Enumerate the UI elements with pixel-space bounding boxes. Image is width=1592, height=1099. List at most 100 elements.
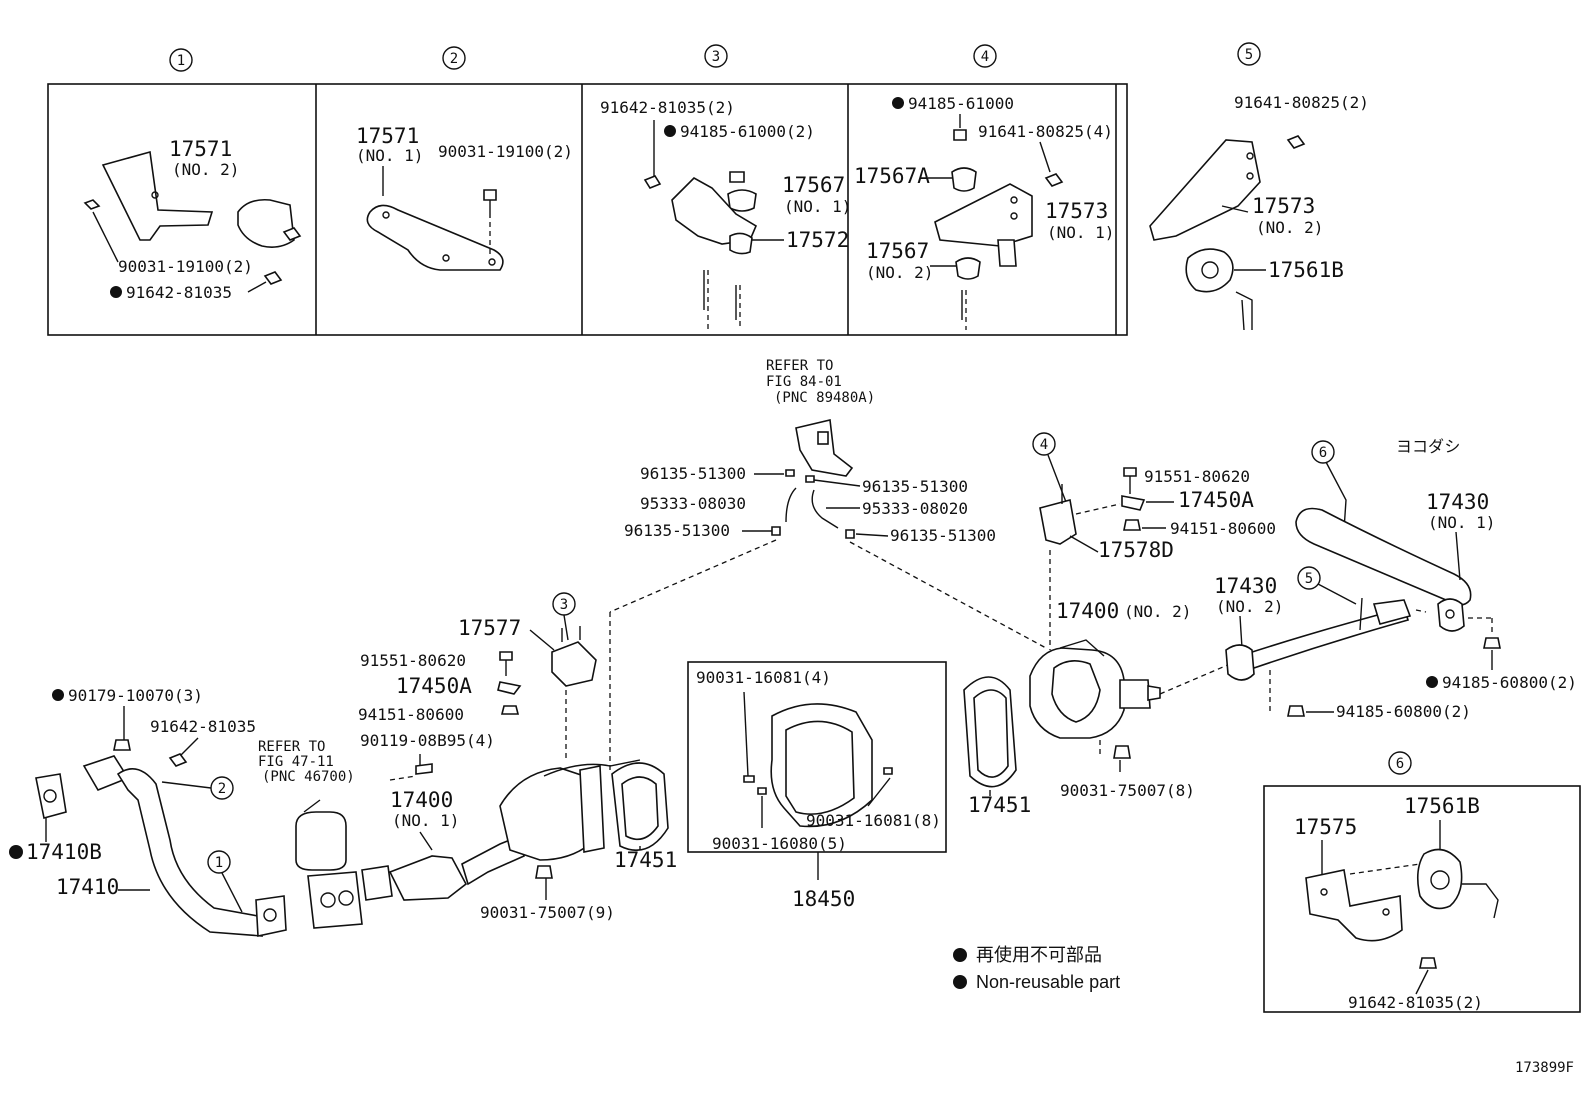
part-label: 17577 bbox=[458, 616, 521, 640]
part-label: 17575 bbox=[1294, 815, 1357, 839]
part-label: (NO. 2) bbox=[1256, 218, 1323, 237]
part-label: 2 bbox=[218, 781, 226, 797]
part-label: 91642-81035 bbox=[150, 717, 256, 736]
part-label: 90031-16080(5) bbox=[712, 834, 847, 853]
part-label: 6 bbox=[1319, 445, 1327, 461]
refer-fig-47-11: REFER TO FIG 47-11 (PNC 46700) bbox=[258, 739, 363, 929]
bracket-17577: 3 17577 91551-80620 17450A 94151-80600 9… bbox=[358, 592, 597, 781]
part-label: 90031-75007(9) bbox=[480, 903, 615, 922]
part-label: 94151-80600 bbox=[358, 705, 464, 724]
part-label: 96135-51300 bbox=[624, 521, 730, 540]
part-label: 91551-80620 bbox=[1144, 467, 1250, 486]
part-label: 90031-19100(2) bbox=[118, 257, 253, 276]
panel-number-5: 5 bbox=[1237, 42, 1261, 66]
part-label: 17567A bbox=[854, 164, 930, 188]
part-label: 17410B bbox=[26, 840, 102, 864]
part-label: 17400 bbox=[1056, 599, 1119, 623]
legend-dot-en bbox=[953, 975, 967, 989]
part-label: 17410 bbox=[56, 875, 119, 899]
part-label: 91642-81035 bbox=[126, 283, 232, 302]
panel-4: 94185-61000 91641-80825(4) 17567A 17573 … bbox=[854, 94, 1114, 330]
part-label: (NO. 1) bbox=[392, 811, 459, 830]
legend-en: Non-reusable part bbox=[976, 972, 1120, 992]
part-label: 91642-81035(2) bbox=[600, 98, 735, 117]
part-label: 2 bbox=[450, 51, 458, 67]
bracket-17578D: 4 91551-80620 17450A 94151-80600 17578D bbox=[1032, 432, 1276, 650]
part-label: (NO. 1) bbox=[1428, 513, 1495, 532]
part-label: 94185-61000 bbox=[908, 94, 1014, 113]
part-label: 96135-51300 bbox=[640, 464, 746, 483]
part-label: (NO. 1) bbox=[1047, 223, 1114, 242]
part-label: 1 bbox=[177, 53, 185, 69]
part-label: 5 bbox=[1245, 47, 1253, 63]
part-label: 18450 bbox=[792, 887, 855, 911]
part-label: REFER TO bbox=[258, 739, 325, 755]
panel-number-1: 1 bbox=[169, 48, 193, 72]
note-yokodashi: ヨコダシ bbox=[1396, 437, 1460, 456]
part-label: 96135-51300 bbox=[890, 526, 996, 545]
part-label: 6 bbox=[1396, 756, 1404, 772]
panel-5: 91641-80825(2) 17573 (NO. 2) 17561B bbox=[1149, 93, 1369, 331]
exhaust-pipe-17400-no2: 17400 (NO. 2) 17451 90031-75007(8) bbox=[963, 599, 1231, 817]
panel-number-3: 3 bbox=[704, 44, 728, 68]
part-label: 90031-16081(8) bbox=[806, 811, 941, 830]
part-label: 17573 bbox=[1252, 194, 1315, 218]
part-label: (NO. 2) bbox=[1216, 597, 1283, 616]
part-label: 90119-08B95(4) bbox=[360, 731, 495, 750]
tail-pipes: 6 17430 (NO. 1) 94185-60800(2) 5 17430 (… bbox=[1214, 440, 1577, 721]
part-label: FIG 84-01 bbox=[766, 374, 842, 390]
part-label: 17451 bbox=[614, 848, 677, 872]
part-label: 17450A bbox=[1178, 488, 1254, 512]
panel-2: 17571 (NO. 1) 90031-19100(2) bbox=[356, 124, 573, 271]
part-label: 17561B bbox=[1404, 794, 1480, 818]
part-label: 17450A bbox=[396, 674, 472, 698]
part-label: (NO. 1) bbox=[784, 197, 851, 216]
heat-shield-box-18450: 90031-16081(4) 90031-16081(8) 90031-1608… bbox=[687, 661, 947, 911]
part-label: 96135-51300 bbox=[862, 477, 968, 496]
part-label: 17567 bbox=[866, 239, 929, 263]
part-label: 17430 bbox=[1214, 574, 1277, 598]
legend: 再使用不可部品 Non-reusable part bbox=[953, 945, 1120, 992]
part-label: (NO. 1) bbox=[356, 146, 423, 165]
part-label: 3 bbox=[712, 49, 720, 65]
part-label: 94185-60800(2) bbox=[1336, 702, 1471, 721]
part-label: 4 bbox=[1040, 437, 1048, 453]
part-label: 5 bbox=[1305, 571, 1313, 587]
panel-6: 6 17575 17561B 91642-81035(2) bbox=[1263, 751, 1581, 1013]
part-label: 17561B bbox=[1268, 258, 1344, 282]
part-label: 17451 bbox=[968, 793, 1031, 817]
part-label: 17567 bbox=[782, 173, 845, 197]
part-label: FIG 47-11 bbox=[258, 754, 334, 770]
part-label: (NO. 2) bbox=[172, 160, 239, 179]
part-label: 94185-60800(2) bbox=[1442, 673, 1577, 692]
part-label: (PNC 46700) bbox=[262, 769, 355, 785]
part-label: (NO. 2) bbox=[866, 263, 933, 282]
part-label: 91642-81035(2) bbox=[1348, 993, 1483, 1012]
part-label: 94151-80600 bbox=[1170, 519, 1276, 538]
part-label: 90031-19100(2) bbox=[438, 142, 573, 161]
legend-jp: 再使用不可部品 bbox=[976, 945, 1102, 965]
part-label: (PNC 89480A) bbox=[774, 390, 875, 406]
main-assembly: REFER TO FIG 84-01 (PNC 89480A) 96135-51… bbox=[9, 358, 1577, 937]
part-label: 17430 bbox=[1426, 490, 1489, 514]
legend-dot-jp bbox=[953, 948, 967, 962]
part-label: (NO. 2) bbox=[1124, 602, 1191, 621]
part-label: 3 bbox=[560, 597, 568, 613]
part-label: 95333-08030 bbox=[640, 494, 746, 513]
part-label: REFER TO bbox=[766, 358, 833, 374]
part-label: 4 bbox=[981, 49, 989, 65]
part-label: 17573 bbox=[1045, 199, 1108, 223]
panel-number-2: 2 bbox=[442, 46, 466, 70]
part-label: 91641-80825(4) bbox=[978, 122, 1113, 141]
part-label: 17572 bbox=[786, 228, 849, 252]
part-label: 17578D bbox=[1098, 538, 1174, 562]
part-label: 17571 bbox=[356, 124, 419, 148]
panel-3: 91642-81035(2) 94185-61000(2) 17567 (NO.… bbox=[600, 98, 851, 330]
part-label: 90179-10070(3) bbox=[68, 686, 203, 705]
part-label: 17400 bbox=[390, 788, 453, 812]
exhaust-pipe-17400-no1: 17400 (NO. 1) 90031-75007(9) 17451 bbox=[361, 759, 677, 922]
part-label: 90031-75007(8) bbox=[1060, 781, 1195, 800]
part-label: 1 bbox=[215, 855, 223, 871]
part-label: 94185-61000(2) bbox=[680, 122, 815, 141]
